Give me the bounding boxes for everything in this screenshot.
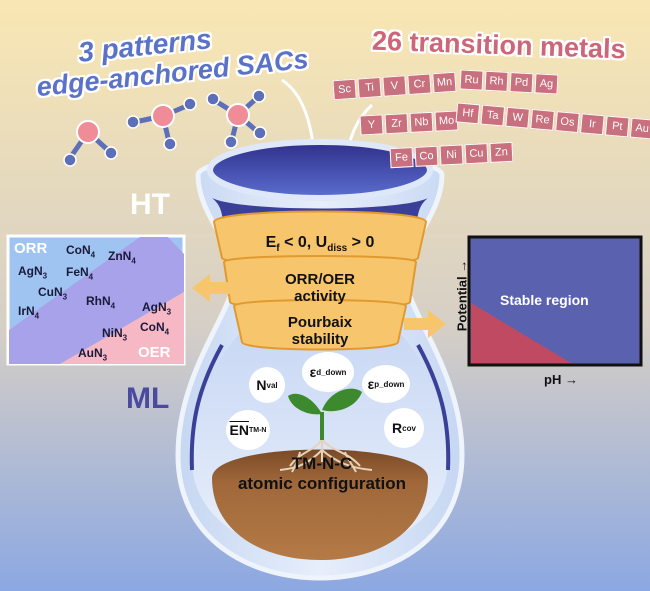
soil	[212, 449, 428, 560]
stable-region-label: Stable region	[500, 292, 589, 308]
molecule-pattern-3-icon	[206, 89, 267, 149]
catalyst-label: CoN4	[66, 243, 96, 260]
filter-band-pourbaix	[232, 299, 408, 351]
catalyst-label: RhN4	[86, 294, 116, 311]
metal-chip: Au	[629, 117, 650, 140]
roots-icon	[279, 420, 373, 473]
metal-chip: Nb	[409, 111, 434, 133]
catalyst-label: NiN3	[102, 326, 128, 343]
molecule-pattern-1-icon	[63, 120, 118, 167]
metal-chip: Sc	[332, 78, 357, 101]
metal-chip: Zr	[384, 113, 409, 135]
right-output-arrow	[404, 310, 446, 338]
pourbaix-panel	[467, 235, 643, 367]
metal-chip: Zn	[489, 141, 514, 163]
metal-chip: Pd	[509, 72, 534, 94]
metal-chip: Co	[414, 145, 439, 167]
metal-chip: Ni	[439, 144, 464, 166]
oer-label: OER	[138, 344, 171, 361]
catalyst-label: AgN3	[18, 264, 48, 281]
metal-chip: Ag	[534, 73, 559, 95]
metal-chip: Ir	[580, 113, 605, 136]
metal-chip: Ti	[357, 76, 382, 99]
catalyst-label: ZnN4	[108, 249, 136, 266]
potential-axis-label: Potential →	[454, 259, 470, 332]
metal-chip: Hf	[455, 102, 481, 125]
metal-chip: Os	[555, 111, 580, 134]
metal-chip: Y	[359, 114, 384, 136]
catalyst-label: CuN3	[38, 285, 68, 302]
metal-chip: Rh	[484, 70, 509, 92]
metal-chip: Cu	[464, 143, 489, 165]
orr-oer-panel	[6, 234, 186, 366]
metal-chip: Pt	[604, 115, 630, 138]
formation-energy-criterion: Ef < 0, Udiss > 0	[265, 234, 375, 255]
orr-label: ORR	[14, 240, 48, 257]
catalyst-label: AuN3	[78, 346, 108, 363]
left-output-arrow	[192, 274, 236, 302]
metal-chip: Mn	[432, 71, 457, 94]
metal-chip: W	[505, 106, 530, 129]
metal-chip: Re	[530, 108, 555, 131]
ph-axis-label: pH →	[544, 372, 578, 387]
ht-label: HT	[130, 188, 170, 221]
metal-chip: Cr	[407, 73, 432, 96]
hourglass-opening	[207, 139, 433, 201]
catalyst-label: AgN3	[142, 300, 172, 317]
catalyst-label: FeN4	[66, 265, 94, 282]
molecule-pattern-2-icon	[126, 97, 197, 151]
metal-chip: V	[382, 75, 407, 97]
metal-chip: Ru	[459, 69, 484, 91]
metal-chip: Fe	[389, 147, 414, 169]
sprout-icon	[288, 388, 362, 440]
catalyst-label: IrN4	[18, 304, 40, 321]
metal-chip: Ta	[480, 104, 506, 127]
ml-label: ML	[126, 382, 170, 415]
catalyst-label: CoN4	[140, 320, 170, 337]
